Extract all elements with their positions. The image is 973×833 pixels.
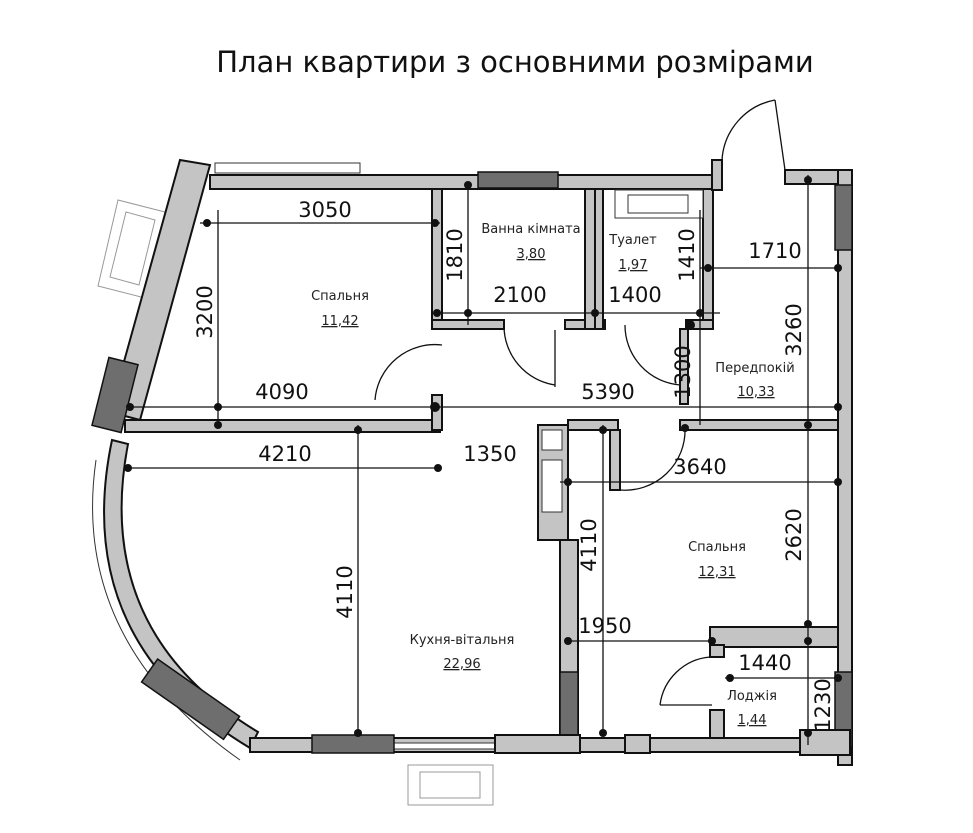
dim-1810: 1810	[443, 228, 467, 281]
dim-5390: 5390	[581, 380, 634, 404]
dim-3260: 3260	[782, 303, 806, 356]
dim-3050: 3050	[298, 198, 351, 222]
doors	[374, 99, 786, 706]
room-area-kitchen-living: 22,96	[443, 657, 480, 672]
dim-1350: 1350	[463, 442, 516, 466]
room-area-bathroom: 3,80	[517, 247, 546, 262]
dim-4210: 4210	[258, 442, 311, 466]
walls	[91, 158, 853, 766]
room-name-bedroom1: Спальня	[311, 289, 369, 304]
room-name-loggia: Лоджія	[727, 689, 777, 704]
room-area-hallway: 10,33	[737, 385, 774, 400]
plan-title: План квартири з основними розмірами	[216, 45, 814, 79]
room-labels: Спальня 11,42 Ванна кімната 3,80 Туалет …	[311, 222, 795, 728]
room-name-bathroom: Ванна кімната	[481, 222, 580, 237]
balcony-bottom	[407, 764, 494, 806]
dimension-labels: 3050 3200 1810 2100 1400 1410 1710 3260 …	[193, 198, 835, 732]
dim-1440: 1440	[738, 651, 791, 675]
dim-1300: 1300	[671, 345, 695, 398]
dim-1410: 1410	[675, 228, 699, 281]
room-name-kitchen-living: Кухня-вітальня	[410, 633, 515, 648]
room-area-bedroom2: 12,31	[698, 565, 735, 580]
dim-4110-bedroom: 4110	[577, 518, 601, 571]
dim-2620: 2620	[782, 508, 806, 561]
dim-2100: 2100	[493, 283, 546, 307]
dim-1710: 1710	[748, 239, 801, 263]
dim-1230: 1230	[811, 678, 835, 731]
dim-1950: 1950	[578, 614, 631, 638]
dimension-lines	[125, 175, 840, 745]
room-area-loggia: 1,44	[738, 713, 767, 728]
dim-4110-kitchen: 4110	[333, 565, 357, 618]
dim-3200: 3200	[193, 285, 217, 338]
room-name-hallway: Передпокій	[715, 361, 794, 376]
dim-3640: 3640	[673, 455, 726, 479]
room-name-toilet: Туалет	[608, 233, 657, 248]
room-area-toilet: 1,97	[619, 258, 648, 273]
dim-1400: 1400	[608, 283, 661, 307]
room-name-bedroom2: Спальня	[688, 540, 746, 555]
room-area-bedroom1: 11,42	[321, 314, 358, 329]
dimension-dots	[124, 176, 842, 737]
dim-4090: 4090	[255, 380, 308, 404]
